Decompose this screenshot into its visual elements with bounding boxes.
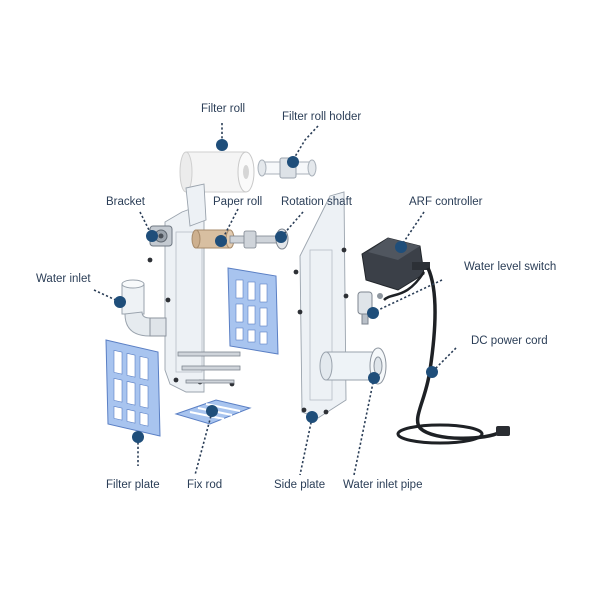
right-filter-plate-part: [227, 267, 279, 355]
filter-roll-holder-part: [257, 157, 317, 179]
side-plate-label: Side plate: [274, 479, 326, 491]
water-level-switch-label: Water level switch: [464, 261, 557, 273]
side-plate-part: [293, 191, 349, 419]
paper-roll-part: [191, 229, 235, 249]
filter-roll-holder-label: Filter roll holder: [282, 111, 362, 123]
filter-roll-label: Filter roll: [201, 103, 246, 115]
dc-power-cord-part: [383, 267, 510, 445]
left-filter-plate-part: [105, 339, 161, 437]
horizontal-rods: [177, 351, 241, 384]
arf-controller-label: ARF controller: [409, 196, 483, 208]
filter-roll-part: [179, 151, 255, 193]
water-inlet-pipe-part: [319, 347, 387, 385]
bracket-label: Bracket: [106, 196, 145, 208]
filter-plate-label: Filter plate: [106, 479, 160, 491]
callout-dots: [114, 139, 438, 443]
water-inlet-label: Water inlet: [36, 273, 91, 285]
water-inlet-pipe-label: Water inlet pipe: [343, 479, 423, 491]
dc-power-cord-label: DC power cord: [471, 335, 548, 347]
fix-rod-label: Fix rod: [187, 479, 223, 491]
left-frame-part: [147, 183, 235, 393]
paper-roll-label: Paper roll: [213, 196, 263, 208]
rotation-shaft-label: Rotation shaft: [281, 196, 352, 208]
arf-controller-part: [361, 237, 430, 291]
water-level-switch-part: [357, 291, 383, 325]
water-inlet-part: [121, 279, 167, 337]
